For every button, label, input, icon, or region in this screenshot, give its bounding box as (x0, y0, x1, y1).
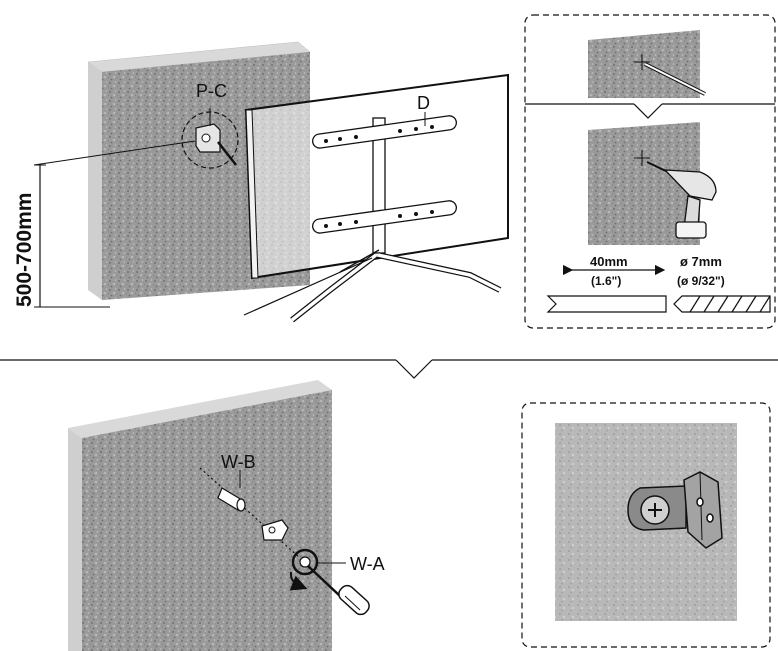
depth-inch-label: (1.6") (591, 274, 621, 288)
drill-bit-icon (673, 295, 771, 313)
mark-step (588, 30, 706, 98)
section-divider (0, 359, 778, 379)
drill-specs: 40mm (1.6") ø 7mm (ø 9/32") (546, 254, 771, 313)
pc-label: P-C (196, 81, 227, 101)
bracket-detail-inset (521, 402, 771, 648)
diameter-inch-label: (ø 9/32") (677, 274, 725, 288)
top-main-scene: 500-700mm P-C (13, 41, 509, 323)
height-dimension: 500-700mm (13, 140, 196, 308)
tv-bracket-d: D (311, 93, 458, 234)
drill-inset: 40mm (1.6") ø 7mm (ø 9/32") (524, 14, 776, 329)
diameter-label: ø 7mm (680, 254, 722, 269)
depth-label: 40mm (590, 254, 628, 269)
drill-step (588, 122, 717, 245)
wall-bracket (261, 519, 289, 541)
wall-anchor-wb: W-B (217, 452, 256, 512)
wb-label: W-B (221, 452, 256, 472)
height-range-label: 500-700mm (13, 193, 36, 307)
screw-wa: W-A (289, 548, 385, 591)
screwdriver-icon (307, 565, 370, 616)
mounted-bracket-icon (627, 471, 723, 549)
bottom-main-scene: W-B W-A (68, 380, 385, 651)
wall-bracket-pc: P-C (181, 81, 239, 169)
wa-label: W-A (350, 554, 385, 574)
d-label: D (417, 93, 430, 113)
wall-bottom (68, 380, 332, 651)
drill-icon (646, 161, 717, 239)
